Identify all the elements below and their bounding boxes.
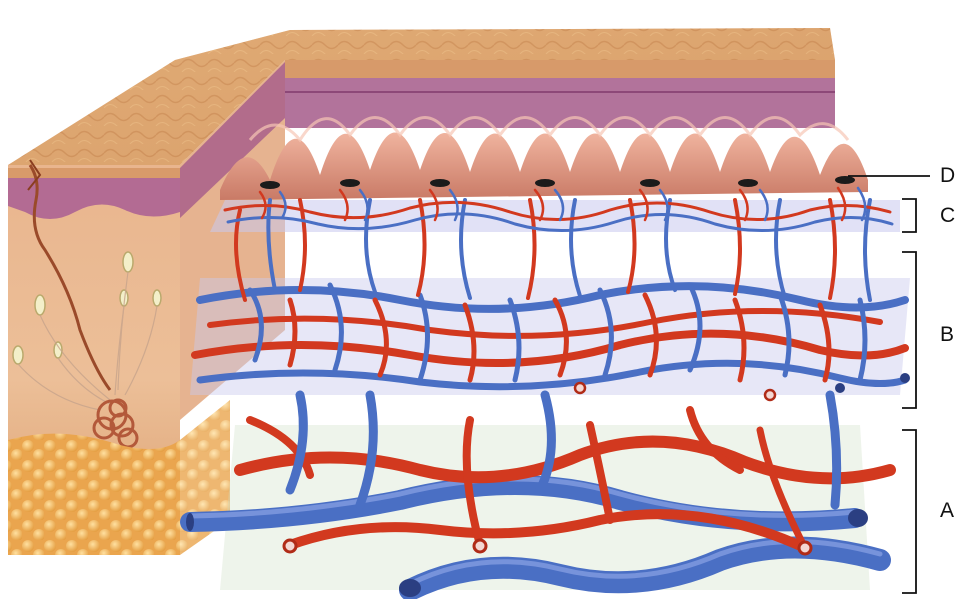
bracket-c xyxy=(902,198,917,233)
epidermis-front xyxy=(8,168,180,219)
label-a: A xyxy=(940,499,955,522)
deep-artery-2 xyxy=(285,509,810,553)
hair-shaft xyxy=(28,164,112,391)
dermal-papillae xyxy=(220,116,868,200)
plane-c xyxy=(210,200,900,232)
bracket-b xyxy=(902,251,917,409)
epidermis-back-wall xyxy=(285,60,835,78)
label-c: C xyxy=(940,204,956,227)
label-annotations xyxy=(848,175,930,594)
deep-artery-1 xyxy=(234,435,896,485)
label-d: D xyxy=(940,164,956,187)
skin-block xyxy=(8,28,835,555)
superficial-plexus xyxy=(223,186,894,233)
hypodermis-fat xyxy=(8,433,180,555)
label-b: B xyxy=(940,323,955,346)
middle-plexus xyxy=(191,282,910,402)
bracket-a xyxy=(902,429,917,594)
deep-plexus xyxy=(180,390,896,599)
